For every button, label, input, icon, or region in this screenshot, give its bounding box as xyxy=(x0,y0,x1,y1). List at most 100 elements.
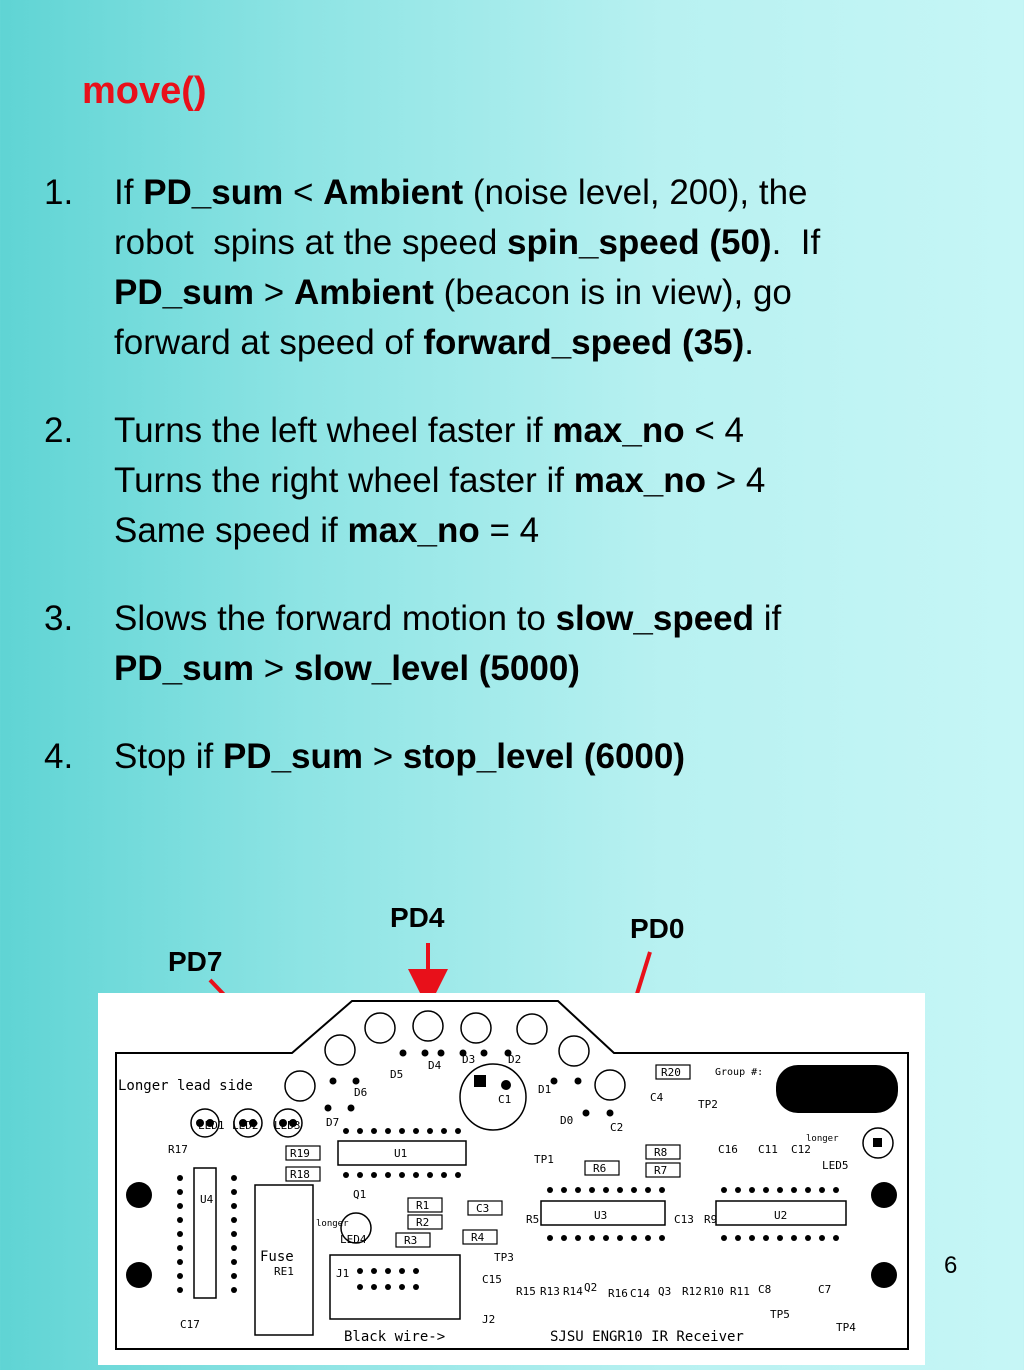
pin-pad xyxy=(617,1187,623,1193)
pcb-part-label: D4 xyxy=(428,1059,442,1072)
group-label-box xyxy=(776,1065,898,1113)
pcb-part-label: R10 xyxy=(704,1285,724,1298)
bold-term: max_no xyxy=(347,511,480,550)
pcb-part-label: U3 xyxy=(594,1209,607,1222)
pin-pad xyxy=(385,1284,391,1290)
pin-pad xyxy=(427,1128,433,1134)
pin-pad xyxy=(763,1235,769,1241)
pin-pad xyxy=(385,1172,391,1178)
pin-pad xyxy=(575,1187,581,1193)
text-run: forward at speed of xyxy=(114,323,424,362)
pcb-part-label: R4 xyxy=(471,1231,485,1244)
pcb-part-label: C14 xyxy=(630,1287,650,1300)
pin-pad xyxy=(231,1245,237,1251)
text-run: Turns the right wheel faster if xyxy=(114,461,574,500)
pin-pad xyxy=(413,1128,419,1134)
pin-pad xyxy=(399,1172,405,1178)
text-run: Same speed if xyxy=(114,511,348,550)
pcb-part-label: LED3 xyxy=(274,1119,301,1132)
text-run: > xyxy=(254,273,294,312)
bold-term: spin_speed (50) xyxy=(507,223,772,262)
text-run: < 4 xyxy=(684,411,744,450)
pin-pad xyxy=(833,1187,839,1193)
pcb-part-label: TP5 xyxy=(770,1308,790,1321)
pin-pad xyxy=(231,1259,237,1265)
pcb-part-label: R3 xyxy=(404,1234,417,1247)
pcb-part-label: LED5 xyxy=(822,1159,849,1172)
pcb-part-label: R7 xyxy=(654,1164,667,1177)
pcb-diagram: C1 Group #: xyxy=(98,993,925,1365)
pcb-part-label: Q2 xyxy=(584,1281,597,1294)
pin-pad xyxy=(749,1187,755,1193)
pin-pad xyxy=(371,1128,377,1134)
pin-pad xyxy=(177,1217,183,1223)
pcb-part-label: R20 xyxy=(661,1066,681,1079)
pcb-part-label: TP4 xyxy=(836,1321,856,1334)
list-item-number: 2. xyxy=(44,411,74,450)
pin-pad xyxy=(177,1231,183,1237)
pin-pad xyxy=(763,1187,769,1193)
resistors xyxy=(285,1064,691,1248)
list-item-line: PD_sum > Ambient (beacon is in view), go xyxy=(114,268,984,318)
bold-term: slow_level (5000) xyxy=(293,649,580,688)
pcb-part-label: TP2 xyxy=(698,1098,718,1111)
pin-pad xyxy=(357,1268,363,1274)
pcb-part-label: C13 xyxy=(674,1213,694,1226)
pin-pad xyxy=(343,1172,349,1178)
pin-pad xyxy=(357,1172,363,1178)
board-outline xyxy=(115,1000,909,1350)
pin-pad xyxy=(455,1172,461,1178)
pcb-part-label: R14 xyxy=(563,1285,583,1298)
pcb-part-label: C2 xyxy=(610,1121,623,1134)
pin-pad xyxy=(177,1273,183,1279)
pin-pad xyxy=(413,1268,419,1274)
pin-pad xyxy=(547,1187,553,1193)
pin-pad xyxy=(777,1235,783,1241)
label-pd7: PD7 xyxy=(168,946,223,977)
pin-pad xyxy=(177,1259,183,1265)
pads xyxy=(324,1049,614,1117)
list-item-number: 4. xyxy=(44,737,74,776)
pcb-part-label: D5 xyxy=(390,1068,403,1081)
pin-pad xyxy=(791,1187,797,1193)
pin-pad xyxy=(399,1128,405,1134)
pin-pad xyxy=(659,1235,665,1241)
pcb-part-label: D7 xyxy=(326,1116,339,1129)
pin-pad xyxy=(735,1187,741,1193)
bold-term: max_no xyxy=(552,411,685,450)
pcb-part-label: C7 xyxy=(818,1283,831,1296)
label-pd0: PD0 xyxy=(630,913,685,944)
list-item: 4.Stop if PD_sum > stop_level (6000) xyxy=(44,732,984,782)
pin-pad xyxy=(749,1235,755,1241)
pin-pad xyxy=(441,1172,447,1178)
pcb-part-label: D0 xyxy=(560,1114,573,1127)
pin-pad xyxy=(231,1231,237,1237)
pcb-part-label: R17 xyxy=(168,1143,188,1156)
pin-pad xyxy=(177,1175,183,1181)
pcb-part-label: R5 xyxy=(526,1213,539,1226)
pin-pad xyxy=(343,1128,349,1134)
pcb-part-label: R16 xyxy=(608,1287,628,1300)
pin-pad xyxy=(721,1235,727,1241)
list-item-line: robot spins at the speed spin_speed (50)… xyxy=(114,218,984,268)
bold-term: PD_sum xyxy=(222,737,364,776)
list-item-line: Same speed if max_no = 4 xyxy=(114,506,984,556)
list-item: 2.Turns the left wheel faster if max_no … xyxy=(44,406,984,556)
bold-term: PD_sum xyxy=(114,273,255,312)
pin-pad xyxy=(645,1235,651,1241)
pcb-part-label: D6 xyxy=(354,1086,367,1099)
pin-pad xyxy=(547,1235,553,1241)
bullet-list: 1.If PD_sum < Ambient (noise level, 200)… xyxy=(44,168,984,820)
pin-pad xyxy=(561,1187,567,1193)
pin-pad xyxy=(589,1187,595,1193)
pcb-part-label: Q3 xyxy=(658,1285,671,1298)
text-run: robot spins at the speed xyxy=(114,223,508,262)
list-item-line: If PD_sum < Ambient (noise level, 200), … xyxy=(114,168,984,218)
pin-pad xyxy=(805,1235,811,1241)
pcb-part-label: R2 xyxy=(416,1216,429,1229)
text-run: > 4 xyxy=(706,461,766,500)
pcb-part-label: LED2 xyxy=(232,1119,259,1132)
bold-term: PD_sum xyxy=(114,649,255,688)
bold-term: max_no xyxy=(573,461,707,500)
pcb-part-label: D2 xyxy=(508,1053,521,1066)
